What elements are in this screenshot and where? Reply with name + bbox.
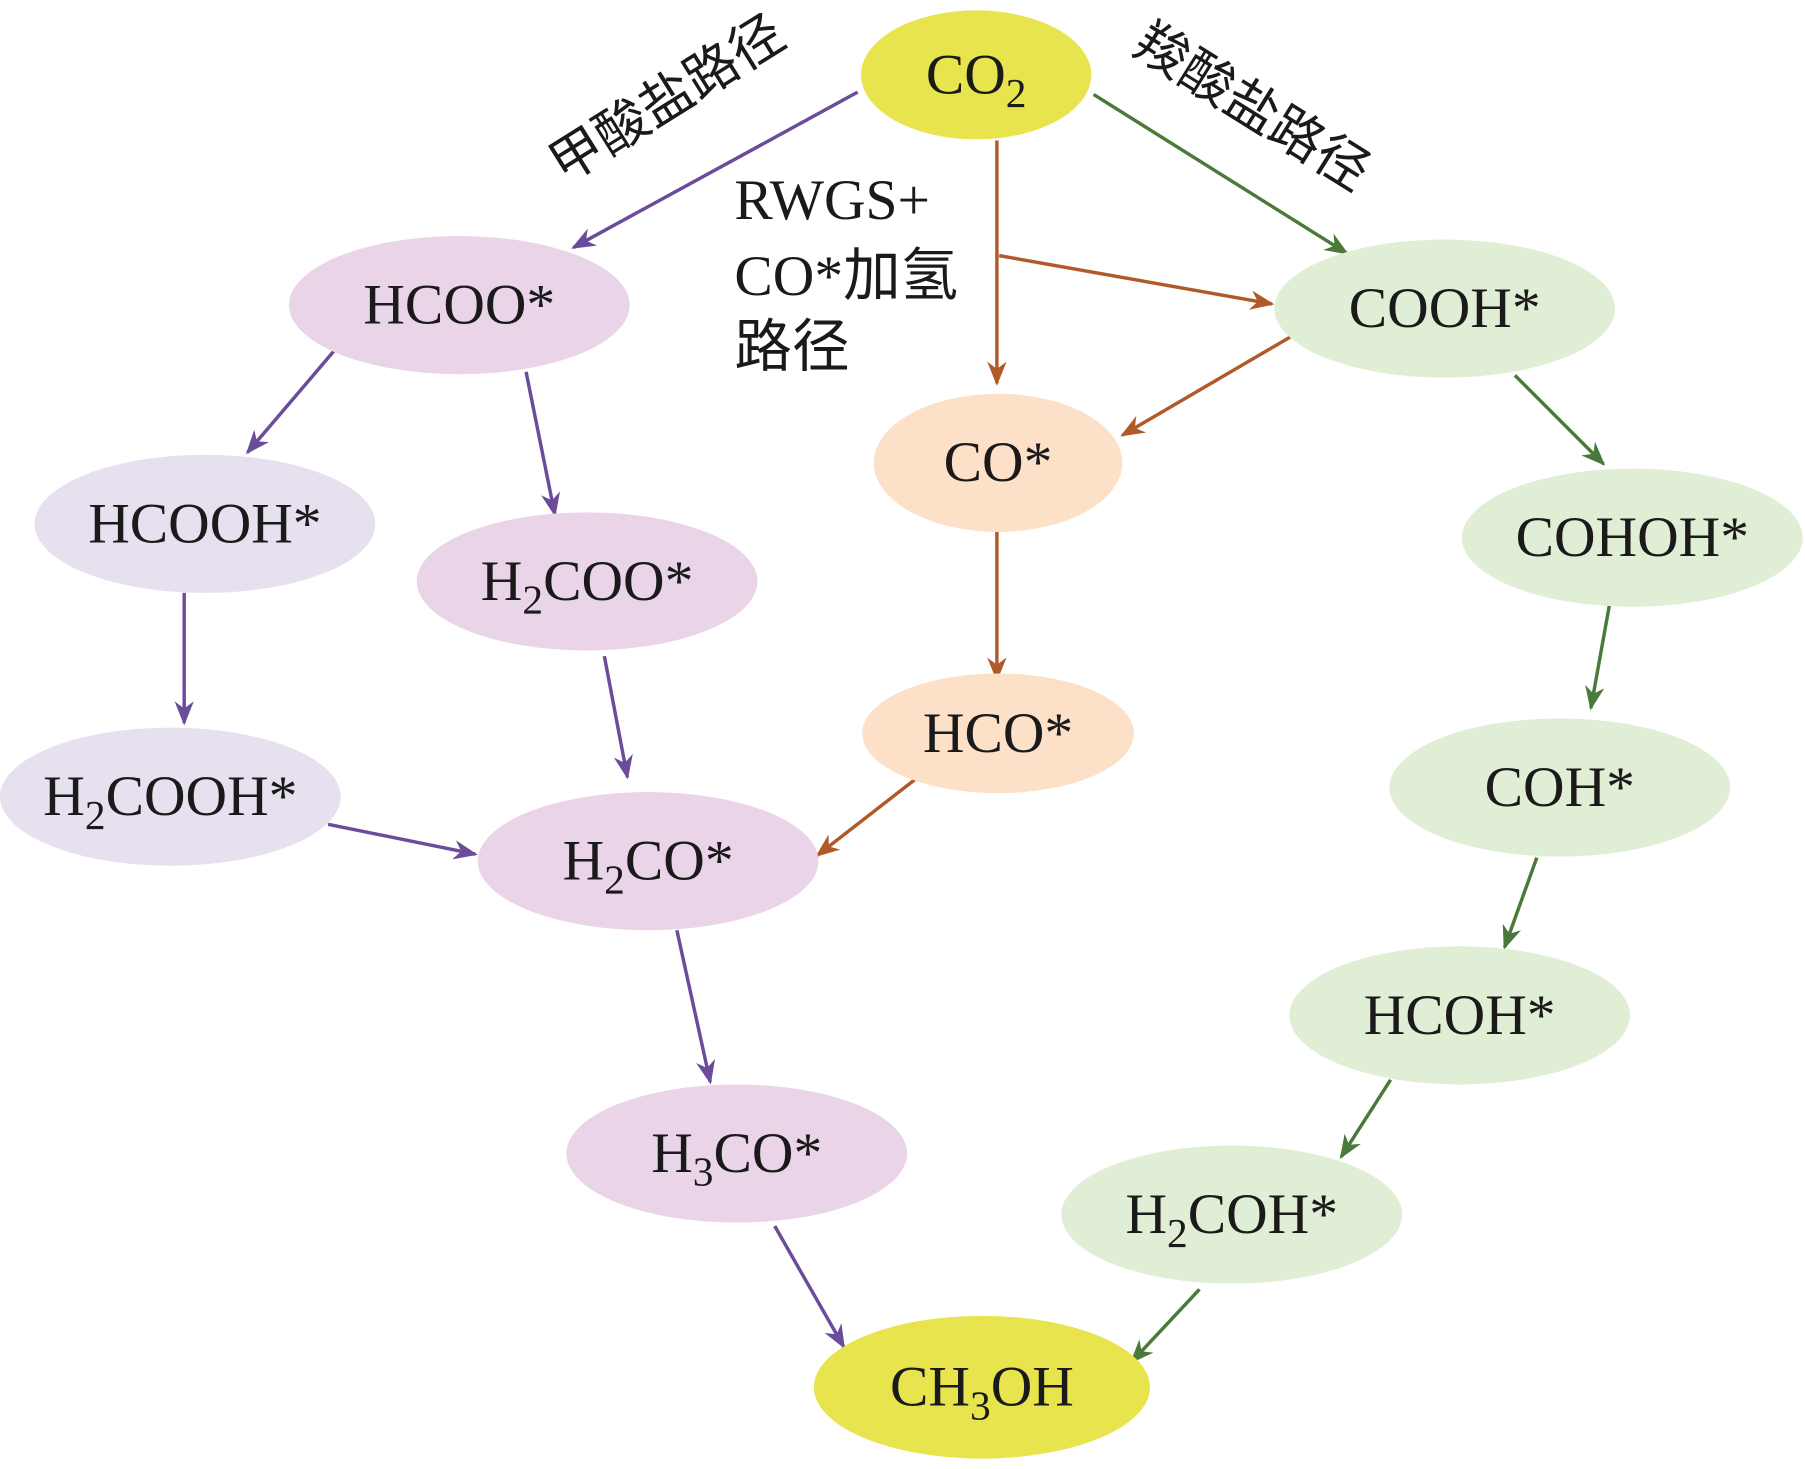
node-label-pre: COHOH* <box>1516 506 1749 569</box>
node-ellipse <box>873 393 1123 532</box>
node-label-pre: H <box>651 1122 693 1185</box>
node-label-post: CO* <box>714 1122 823 1185</box>
formate-arrow-2 <box>524 371 561 518</box>
node-label-pre: COOH* <box>1349 277 1541 340</box>
node-label-post: COH* <box>1188 1183 1338 1246</box>
node-label: COHOH* <box>1516 506 1749 569</box>
rwgs-arrow-12 <box>815 778 917 857</box>
node-label: CH3OH <box>890 1356 1074 1429</box>
formate-arrow-1 <box>245 350 336 455</box>
node-h2coo: H2COO* <box>416 512 758 651</box>
carboxyl-arrow-17 <box>1339 1078 1393 1160</box>
node-cohoh: COHOH* <box>1461 468 1803 607</box>
carboxyl-arrow-15 <box>1585 605 1612 711</box>
node-label-pre: HCOOH* <box>88 492 321 555</box>
node-hco: HCO* <box>862 673 1134 794</box>
formate-arrow-4 <box>602 655 633 780</box>
node-ellipse <box>1289 946 1631 1085</box>
node-label-pre: HCOH* <box>1364 984 1556 1047</box>
node-ellipse <box>0 727 341 866</box>
node-ellipse <box>34 454 376 593</box>
node-h2co: H2CO* <box>477 792 819 931</box>
node-label-sub: 3 <box>693 1149 714 1195</box>
node-cooh: COOH* <box>1274 239 1616 378</box>
node-h2cooh: H2COOH* <box>0 727 341 866</box>
node-ellipse <box>416 512 758 651</box>
arrows <box>174 90 1612 1364</box>
node-ellipse <box>288 236 630 375</box>
node-label-pre: H <box>1125 1183 1167 1246</box>
formate-arrow-0 <box>571 90 859 250</box>
formate-arrow-7 <box>773 1225 846 1350</box>
node-hcoh: HCOH* <box>1289 946 1631 1085</box>
node-label: H2COOH* <box>43 765 297 838</box>
carboxyl-arrow-14 <box>1513 374 1606 466</box>
node-label-sub: 2 <box>85 792 106 838</box>
node-label: HCO* <box>923 702 1073 765</box>
formate-arrow-6 <box>675 929 716 1085</box>
node-h2coh: H2COH* <box>1061 1145 1403 1284</box>
node-hcooh: HCOOH* <box>34 454 376 593</box>
node-ellipse <box>1061 1145 1403 1284</box>
node-label-pre: HCOO* <box>363 274 555 337</box>
rwgs-pathway-label-line1: RWGS+ <box>734 169 930 232</box>
node-label-post: CO* <box>625 830 734 893</box>
carboxyl-arrow-16 <box>1502 857 1539 950</box>
carboxyl-arrow-18 <box>1129 1288 1201 1364</box>
node-label: CO* <box>944 431 1053 494</box>
node-co2: CO2 <box>861 10 1092 140</box>
node-ellipse <box>813 1315 1150 1459</box>
node-label-sub: 2 <box>1167 1210 1188 1256</box>
nodes: CO2HCOO*HCOOH*H2COO*H2COOH*H2CO*H3CO*CH3… <box>0 10 1803 1459</box>
node-ellipse <box>1389 718 1731 857</box>
formate-pathway-label: 甲酸盐路径 <box>539 3 796 195</box>
node-label-sub: 2 <box>522 577 543 623</box>
node-co: CO* <box>873 393 1123 532</box>
node-label-pre: CO* <box>944 431 1053 494</box>
formate-arrow-5 <box>327 822 478 860</box>
node-label-pre: CO <box>926 43 1006 106</box>
rwgs-pathway-label-line2: CO*加氢 <box>734 245 958 308</box>
node-label-post: COOH* <box>106 765 298 828</box>
rwgs-arrow-9 <box>998 253 1275 310</box>
node-ellipse <box>477 792 819 931</box>
node-label-pre: CH <box>890 1356 970 1419</box>
node-label-post: OH <box>991 1356 1074 1419</box>
node-label: H2COO* <box>481 550 694 623</box>
node-label: H3CO* <box>651 1122 822 1195</box>
node-label-pre: H <box>563 830 605 893</box>
node-ch3oh: CH3OH <box>813 1315 1150 1459</box>
node-label-sub: 3 <box>970 1382 991 1428</box>
node-label-post: COO* <box>543 550 693 613</box>
node-label: COH* <box>1485 756 1635 819</box>
node-ellipse <box>566 1084 908 1223</box>
node-label-pre: HCO* <box>923 702 1073 765</box>
node-label: HCOH* <box>1364 984 1556 1047</box>
carboxyl-pathway-label: 羧酸盐路径 <box>1124 11 1381 203</box>
node-label: H2COH* <box>1125 1183 1338 1256</box>
node-hcoo: HCOO* <box>288 236 630 375</box>
node-label: HCOOH* <box>88 492 321 555</box>
node-label: COOH* <box>1349 277 1541 340</box>
node-coh: COH* <box>1389 718 1731 857</box>
rwgs-pathway-label-line3: 路径 <box>734 316 849 379</box>
node-label: HCOO* <box>363 274 555 337</box>
node-label: H2CO* <box>563 830 734 903</box>
node-label-sub: 2 <box>1006 70 1027 116</box>
node-label: CO2 <box>926 43 1027 116</box>
node-ellipse <box>862 673 1134 794</box>
node-h3co: H3CO* <box>566 1084 908 1223</box>
node-label-pre: H <box>43 765 85 828</box>
node-label-sub: 2 <box>604 856 625 902</box>
carboxyl-arrow-13 <box>1092 92 1349 255</box>
rwgs-arrow-10 <box>1120 334 1293 437</box>
node-ellipse <box>1461 468 1803 607</box>
node-label-pre: COH* <box>1485 756 1635 819</box>
node-ellipse <box>1274 239 1616 378</box>
node-label-pre: H <box>481 550 523 613</box>
node-ellipse <box>861 10 1092 140</box>
